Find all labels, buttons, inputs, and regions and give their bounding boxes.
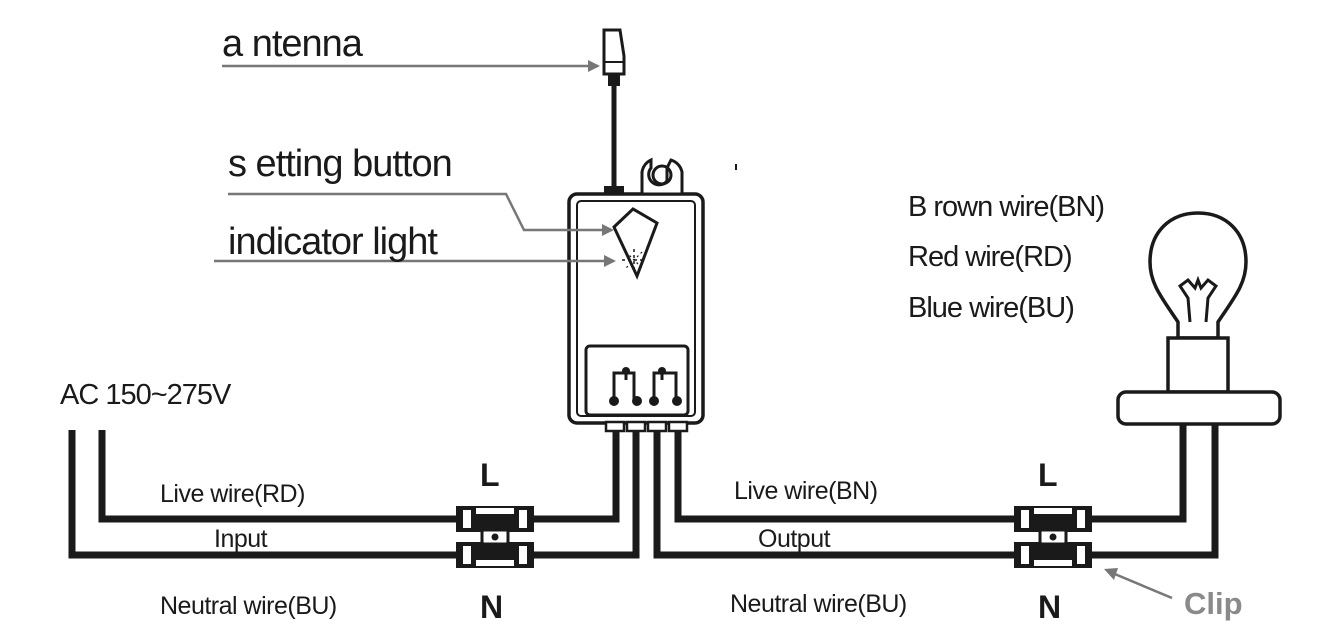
legend-brown: B rown wire(BN) — [908, 191, 1104, 223]
antenna-icon — [602, 28, 626, 194]
setting-button-label: s etting button — [228, 143, 452, 185]
left-l-label: L — [480, 457, 500, 493]
ac-input-label: AC 150~275V — [60, 379, 232, 411]
legend-red: Red wire(RD) — [908, 241, 1072, 273]
right-l-label: L — [1038, 457, 1058, 493]
input-live-wire — [98, 430, 458, 523]
antenna-pointer — [222, 60, 600, 72]
lamp-holder-icon — [1116, 390, 1282, 426]
input-neutral-wire — [68, 430, 458, 559]
terminal-block-icon — [584, 344, 690, 417]
right-n-label: N — [1038, 589, 1061, 625]
live-wire-output-label: Live wire(BN) — [734, 477, 878, 505]
light-bulb-icon — [1148, 211, 1248, 394]
controller-input-live-wire — [532, 431, 620, 523]
setting-button-pointer — [228, 192, 614, 236]
clip-label: Clip — [1184, 586, 1243, 621]
lamp-live-wire — [1090, 424, 1187, 523]
indicator-light-label: indicator light — [228, 221, 438, 263]
controller-output-live-wire — [674, 431, 1016, 523]
indicator-light-icon — [622, 249, 646, 271]
neutral-wire-input-label: Neutral wire(BU) — [160, 592, 337, 620]
clip-pointer — [1104, 568, 1173, 600]
live-wire-input-label: Live wire(RD) — [160, 480, 305, 508]
controller-output-neutral-wire — [653, 431, 1016, 559]
lamp-neutral-wire — [1090, 424, 1219, 559]
left-wire-connector-icon — [456, 506, 534, 568]
left-n-label: N — [480, 589, 503, 625]
indicator-light-pointer — [214, 255, 616, 267]
output-label: Output — [758, 525, 831, 553]
neutral-wire-output-label: Neutral wire(BU) — [730, 590, 907, 618]
mounting-hook-icon — [640, 157, 684, 196]
input-label: Input — [214, 525, 268, 553]
controller-input-neutral-wire — [532, 431, 640, 559]
legend-blue: Blue wire(BU) — [908, 292, 1074, 324]
right-wire-connector-icon — [1014, 506, 1092, 568]
antenna-label: a ntenna — [222, 23, 364, 65]
